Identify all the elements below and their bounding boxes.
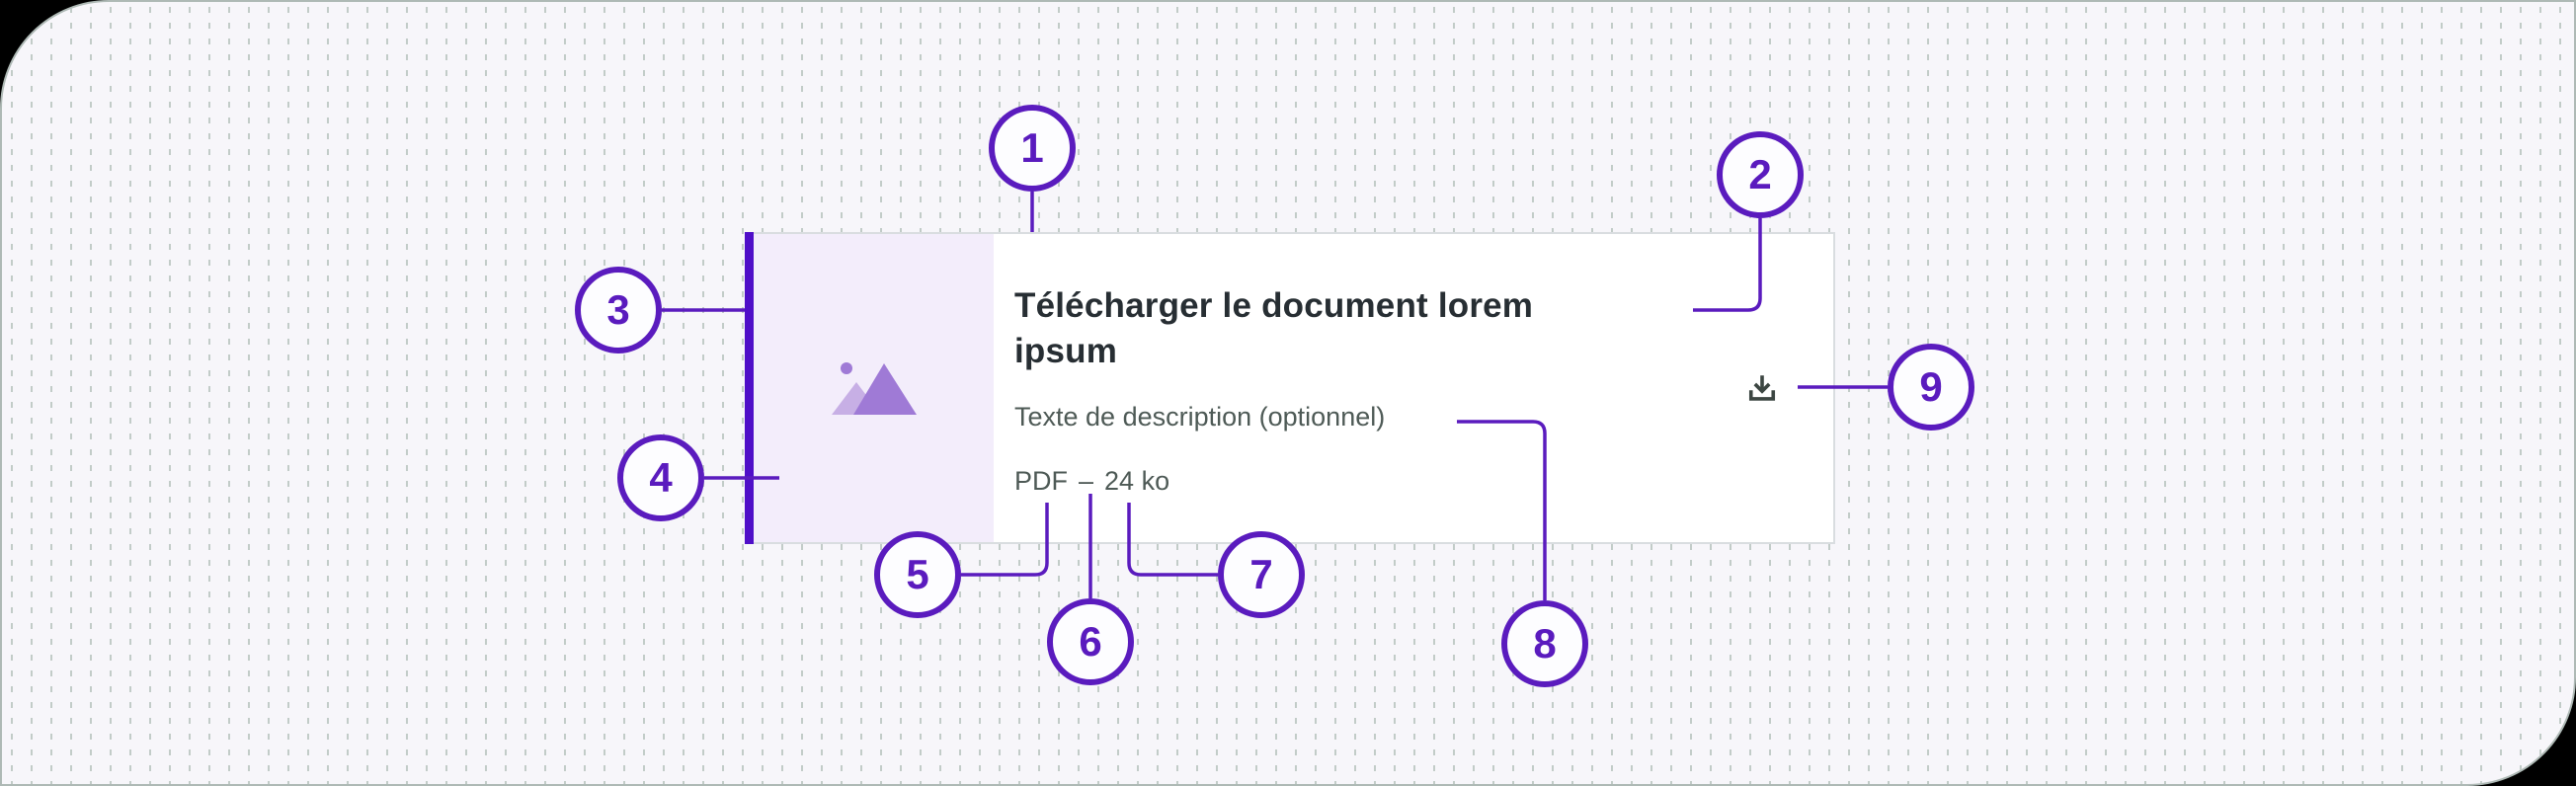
image-placeholder-icon: [831, 362, 917, 415]
callout-number: 2: [1748, 151, 1772, 197]
callout-number: 5: [906, 551, 929, 597]
callout-9: 9: [1888, 344, 1974, 431]
callout-7: 7: [1218, 531, 1305, 618]
accent-bar: [745, 232, 754, 544]
download-button[interactable]: [1740, 366, 1784, 410]
download-icon: [1748, 375, 1776, 401]
card-content: Télécharger le document lorem ipsum Text…: [1014, 283, 1627, 498]
callout-number: 9: [1919, 363, 1943, 410]
file-size: 24 ko: [1104, 466, 1170, 496]
callout-1: 1: [989, 105, 1076, 192]
callout-number: 7: [1249, 551, 1273, 597]
callout-2: 2: [1717, 131, 1804, 218]
callout-number: 6: [1079, 618, 1102, 665]
thumbnail: [754, 234, 994, 542]
card-meta: PDF–24 ko: [1014, 464, 1627, 498]
callout-3: 3: [575, 267, 662, 354]
callout-6: 6: [1047, 598, 1134, 685]
callout-number: 1: [1020, 124, 1044, 171]
file-type: PDF: [1014, 466, 1068, 496]
callout-8: 8: [1501, 600, 1588, 687]
card-title[interactable]: Télécharger le document lorem ipsum: [1014, 286, 1534, 370]
download-card[interactable]: Télécharger le document lorem ipsum Text…: [745, 232, 1835, 544]
callout-number: 8: [1533, 620, 1557, 667]
meta-separator: –: [1079, 466, 1094, 496]
callout-4: 4: [617, 434, 704, 521]
card-description: Texte de description (optionnel): [1014, 402, 1386, 432]
callout-number: 4: [649, 454, 673, 501]
callout-number: 3: [606, 286, 630, 333]
callout-5: 5: [874, 531, 961, 618]
